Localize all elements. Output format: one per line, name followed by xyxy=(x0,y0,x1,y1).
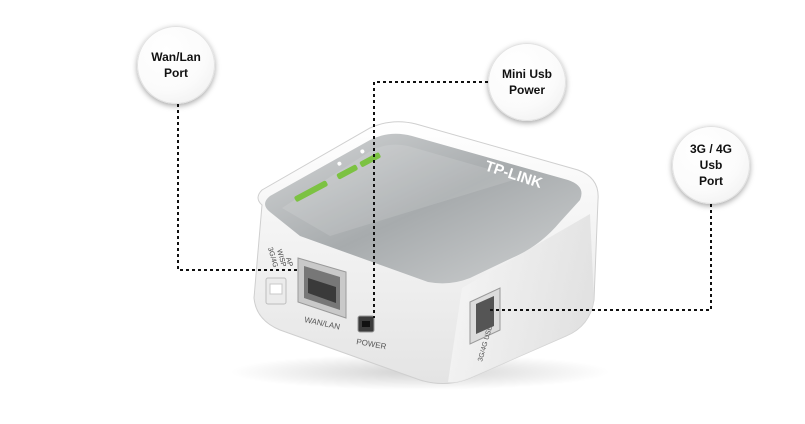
leader-line-mini-usb xyxy=(373,81,488,318)
led-bar xyxy=(294,180,328,202)
callout-text: 3G / 4G xyxy=(689,142,733,156)
wan-lan-port-pins xyxy=(308,278,336,303)
callout-text: Wan/Lan xyxy=(151,50,201,64)
callout-text: Port xyxy=(164,66,188,80)
router-top-highlight xyxy=(282,144,520,236)
router-device: TP-LINK 3G/4G WISP AP WAN/LAN POWER 3G/4… xyxy=(253,121,599,384)
led-bar xyxy=(359,152,381,167)
led-icon xyxy=(360,149,365,154)
callout-text: Port xyxy=(699,174,723,188)
mini-usb-power-socket xyxy=(362,321,370,327)
leader-line-3g4g-usb xyxy=(490,204,712,311)
mode-label-ap: AP xyxy=(284,257,293,268)
led-bar xyxy=(336,164,358,180)
leader-lines xyxy=(177,81,712,318)
callout-text: Mini Usb xyxy=(502,67,552,81)
mode-label-wisp: WISP xyxy=(275,249,287,268)
callout-text: Power xyxy=(508,83,545,97)
leader-line-wan-lan xyxy=(177,104,298,271)
router-side-right xyxy=(448,214,594,383)
callout-mini-usb-power: Mini Usb Power xyxy=(488,43,566,121)
callout-wan-lan-port: Wan/Lan Port xyxy=(137,26,215,104)
callout-text: Usb xyxy=(699,158,723,172)
led-indicators xyxy=(294,149,381,202)
callout-3g4g-usb-port: 3G / 4G Usb Port xyxy=(672,126,750,204)
mode-switch-knob xyxy=(269,283,283,295)
led-icon xyxy=(337,161,342,166)
usb-3g4g-socket xyxy=(476,296,494,334)
